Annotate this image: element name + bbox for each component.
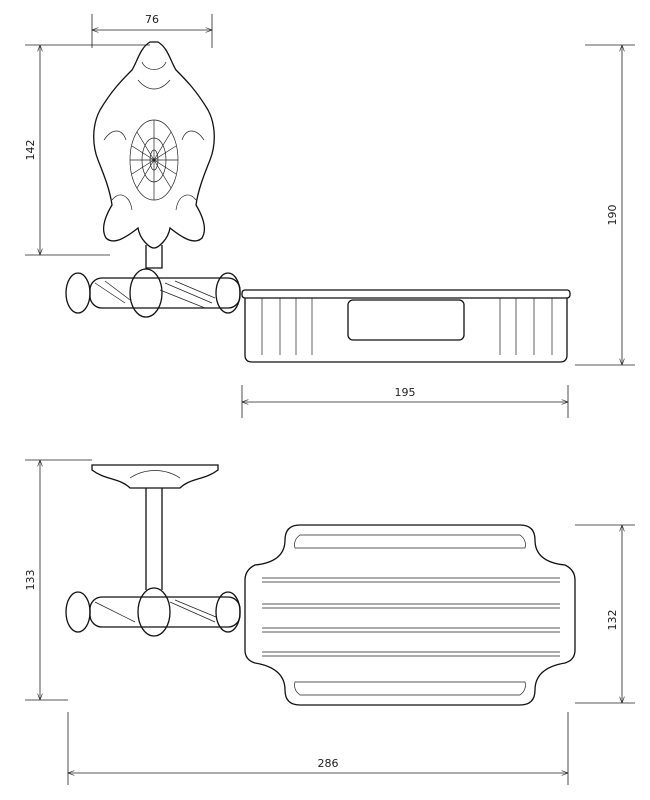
dimension-76: 76 (91, 13, 213, 48)
dimension-286: 286 (67, 712, 569, 785)
t-bar (65, 268, 241, 318)
soap-basket-top (244, 524, 576, 706)
dim-label-132: 132 (606, 610, 619, 631)
dimension-190: 190 (575, 44, 635, 366)
wall-flange (91, 464, 219, 489)
dimension-133: 133 (24, 459, 92, 701)
t-bar-top (65, 587, 241, 637)
dim-label-286: 286 (318, 757, 339, 770)
ornate-backplate (93, 41, 215, 249)
soap-basket-side (241, 289, 571, 363)
front-view (65, 41, 571, 363)
stem-top (145, 488, 163, 590)
dim-label-142: 142 (24, 140, 37, 161)
dim-label-190: 190 (606, 205, 619, 226)
dimension-132: 132 (575, 524, 635, 704)
dimension-195: 195 (241, 385, 569, 418)
stem (145, 245, 163, 269)
dim-label-76: 76 (145, 13, 159, 26)
dim-label-133: 133 (24, 570, 37, 591)
dim-label-195: 195 (395, 386, 416, 399)
dimension-142: 142 (24, 44, 150, 256)
top-view (65, 464, 576, 706)
